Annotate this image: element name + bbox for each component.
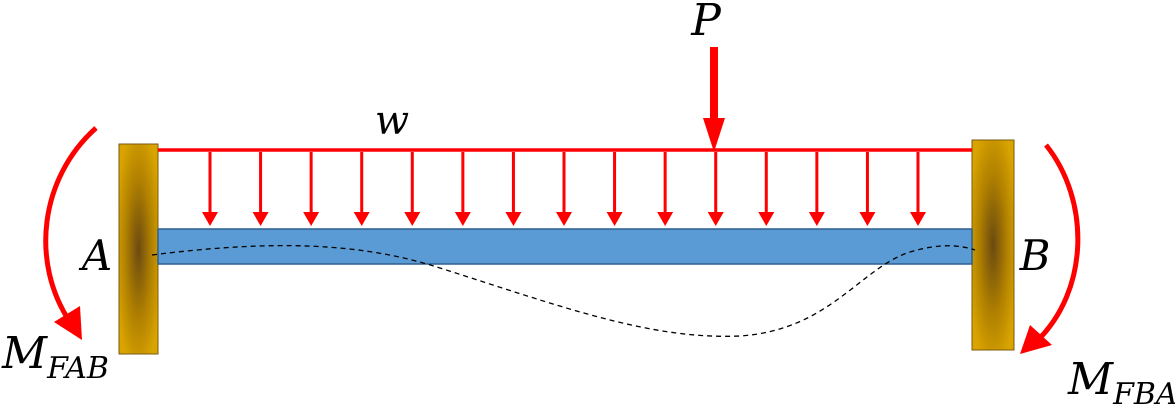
distributed-load-arrow: [657, 152, 674, 226]
support-b-label: B: [1019, 231, 1051, 280]
point-load-arrow: [703, 47, 725, 152]
distributed-load-arrow: [707, 152, 724, 226]
distributed-load-arrow: [556, 152, 572, 226]
distributed-load-arrows: [202, 152, 926, 226]
distributed-load-arrow: [252, 152, 269, 226]
distributed-load-arrow: [353, 152, 370, 226]
distributed-load-arrow: [758, 152, 775, 226]
distributed-load-arrow: [202, 152, 218, 226]
left-moment-arrow: [43, 126, 98, 340]
point-load-label: P: [690, 0, 722, 46]
distributed-load-arrow: [404, 152, 421, 226]
distributed-load-label: w: [375, 98, 409, 144]
beam: [157, 228, 973, 265]
distributed-load-arrow: [859, 152, 876, 226]
right-moment-arrow: [1020, 143, 1081, 354]
distributed-load-arrow: [454, 152, 471, 226]
distributed-load-arrow: [808, 152, 825, 226]
moment-fab-label: MFAB: [1, 328, 109, 386]
right-fixed-support: [971, 139, 1015, 351]
distributed-load-arrow: [910, 152, 926, 226]
deflection-curve: [151, 244, 976, 337]
distributed-load-arrow: [505, 152, 522, 226]
distributed-load-arrow: [303, 152, 320, 226]
support-a-label: A: [78, 231, 112, 280]
left-fixed-support: [118, 143, 159, 355]
moment-fba-label: MFBA: [1067, 354, 1175, 410]
distributed-load-arrow: [606, 152, 623, 226]
